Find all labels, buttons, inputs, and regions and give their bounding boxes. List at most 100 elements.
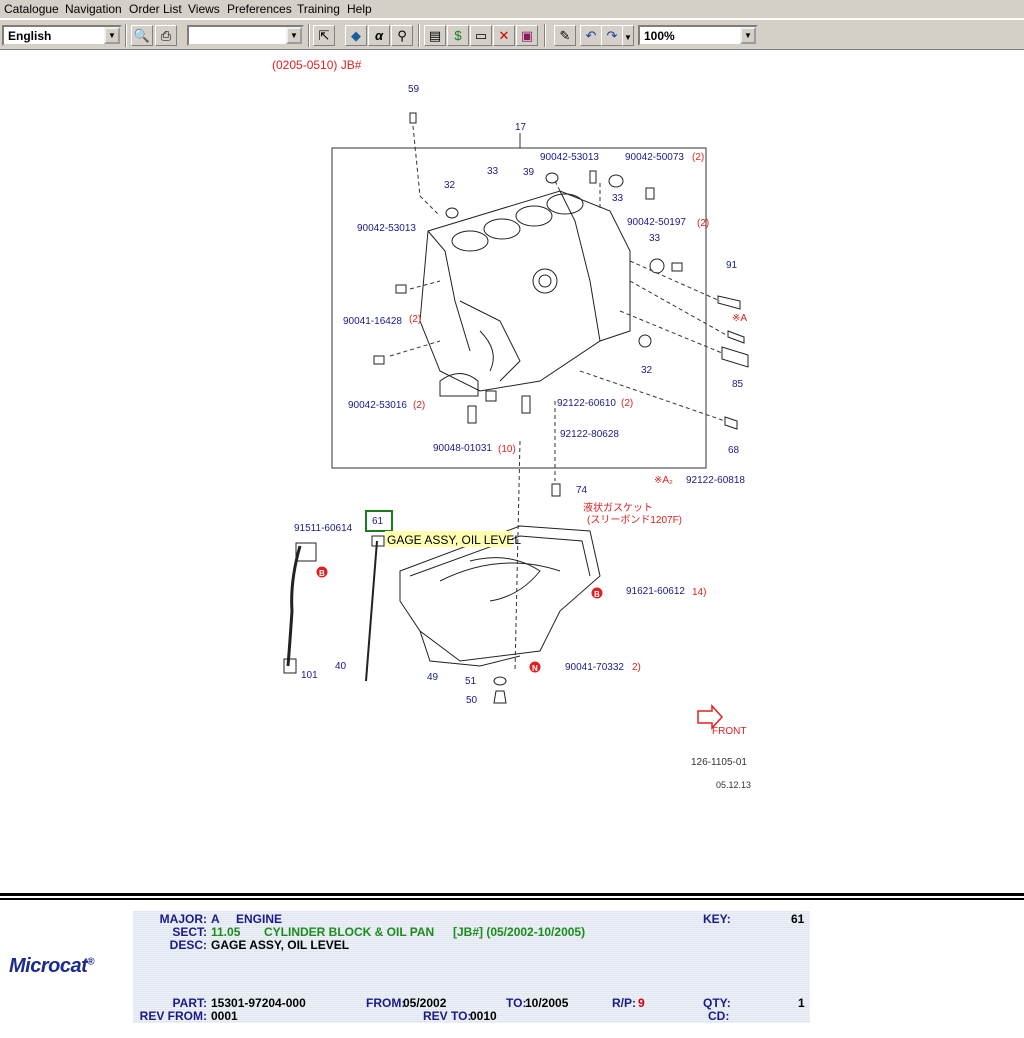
monitor-button[interactable]: ▭ (470, 25, 492, 46)
part-label[interactable]: 90042-50197 (627, 217, 686, 228)
part-label[interactable]: 92122-80628 (560, 429, 619, 440)
from-label: FROM: (366, 996, 406, 1010)
parts-list-button[interactable]: ▤ (424, 25, 446, 46)
dashed-leaders (389, 125, 729, 672)
alpha-search-button[interactable]: α (368, 25, 390, 46)
callout-85[interactable]: 85 (732, 379, 744, 390)
callout-33[interactable]: 33 (649, 233, 661, 244)
diagram-ref-number: 126-1105-01 (691, 757, 747, 768)
rev-to-label: REV TO: (423, 1009, 472, 1023)
rev-from-value: 0001 (211, 1009, 238, 1023)
callout-68[interactable]: 68 (728, 445, 740, 456)
chevron-down-icon[interactable]: ▼ (104, 27, 120, 44)
sect-range: [JB#] (05/2002-10/2005) (453, 925, 586, 939)
rp-label: R/P: (612, 996, 636, 1010)
selected-callout-box[interactable] (365, 510, 393, 532)
part-label[interactable]: 90042-53013 (540, 152, 599, 163)
callout-91[interactable]: 91 (726, 260, 738, 271)
to-value: 10/2005 (525, 996, 569, 1010)
part-label[interactable]: 90048-01031 (433, 443, 492, 454)
chevron-down-icon[interactable]: ▼ (740, 27, 756, 44)
menu-views[interactable]: Views (188, 2, 220, 16)
undo-arrow-icon: ↶ (585, 28, 597, 43)
redo-arrow-icon: ↷ (606, 28, 618, 43)
search-model-button[interactable]: ◆ (345, 25, 367, 46)
marker-n: N (532, 664, 538, 673)
callout-50[interactable]: 50 (466, 695, 478, 706)
callout-39[interactable]: 39 (523, 167, 535, 178)
book-button[interactable]: ▣ (516, 25, 538, 46)
key-value: 61 (791, 912, 805, 926)
menu-preferences[interactable]: Preferences (227, 2, 292, 16)
close-icon: ✕ (498, 28, 510, 43)
menu-catalogue[interactable]: Catalogue (4, 2, 59, 16)
callout-101[interactable]: 101 (301, 670, 318, 681)
part-label[interactable]: 91621-60612 (626, 586, 685, 597)
callout-51[interactable]: 51 (465, 676, 477, 687)
select-tool-button[interactable]: ⇱ (313, 25, 335, 46)
callout-33[interactable]: 33 (612, 193, 624, 204)
part-value[interactable]: 15301-97204-000 (211, 996, 306, 1010)
microcat-logo: Microcat® (9, 955, 95, 978)
forward-button[interactable]: ↷ (601, 25, 623, 46)
dipstick-guide-drawing (283, 542, 317, 674)
oil-pan-drawing[interactable] (399, 525, 601, 667)
print-preview-button[interactable]: 🔍 (131, 25, 153, 46)
desc-label: DESC: (169, 938, 207, 952)
parts-diagram[interactable]: (0205-0510) JB# (0, 51, 1024, 891)
pointer-icon: ⇱ (318, 28, 330, 43)
tooltip-box (385, 531, 512, 547)
front-label: FRONT (712, 726, 746, 737)
part-label[interactable]: 90041-70332 (565, 662, 624, 673)
rev-to-value: 0010 (470, 1009, 497, 1023)
part-label[interactable]: 90041-16428 (343, 316, 402, 327)
cylinder-block-drawing[interactable] (419, 190, 631, 397)
part-qty: 14) (692, 587, 706, 598)
sect-name: CYLINDER BLOCK & OIL PAN (264, 925, 435, 939)
callout-59[interactable]: 59 (408, 84, 420, 95)
zoom-select[interactable]: 100% ▼ (638, 25, 758, 46)
part-label[interactable]: 92122-60818 (686, 475, 745, 486)
part-label[interactable]: 90042-50073 (625, 152, 684, 163)
from-value: 05/2002 (403, 996, 447, 1010)
menu-navigation[interactable]: Navigation (65, 2, 122, 16)
part-label[interactable]: 91511-60614 (294, 523, 353, 534)
callout-32[interactable]: 32 (641, 365, 653, 376)
note-icon: ✎ (559, 28, 571, 43)
callout-49[interactable]: 49 (427, 672, 439, 683)
callout-74[interactable]: 74 (576, 485, 588, 496)
dipstick-drawing[interactable] (365, 535, 385, 682)
menu-training[interactable]: Training (297, 2, 340, 16)
part-label[interactable]: 90042-53013 (357, 223, 416, 234)
cancel-button[interactable]: ✕ (493, 25, 515, 46)
sect-label: SECT: (172, 925, 207, 939)
notes-button[interactable]: ✎ (554, 25, 576, 46)
history-dropdown-button[interactable]: ▼ (622, 25, 634, 46)
chevron-down-icon[interactable]: ▼ (286, 27, 302, 44)
callout-61[interactable]: 61 (372, 516, 384, 527)
marker-b: B (319, 569, 325, 578)
part-label[interactable]: 92122-60610 (557, 398, 616, 409)
part-label[interactable]: 90042-53016 (348, 400, 407, 411)
back-button[interactable]: ↶ (580, 25, 602, 46)
find-button[interactable]: ⚲ (391, 25, 413, 46)
block-small-parts (373, 112, 749, 497)
callout-numbers: 59 17 33 39 32 33 33 91 85 32 68 74 40 1… (301, 84, 744, 706)
front-arrow-icon (697, 704, 724, 730)
callout-40[interactable]: 40 (335, 661, 347, 672)
callout-17[interactable]: 17 (515, 122, 527, 133)
language-select[interactable]: English ▼ (2, 25, 122, 46)
note-asA2: ※A₂ (654, 475, 673, 486)
price-button[interactable]: $ (447, 25, 469, 46)
print-button[interactable]: ⎙ (155, 25, 177, 46)
part-info-panel: Microcat® MAJOR: A ENGINE KEY: 61 SECT: … (0, 905, 1024, 1038)
callout-33[interactable]: 33 (487, 166, 499, 177)
model-select[interactable]: ▼ (187, 25, 304, 46)
part-qty: (2) (697, 218, 709, 229)
sect-code: 11.05 (211, 925, 241, 939)
magnifier-page-icon: 🔍 (133, 28, 151, 43)
menu-order-list[interactable]: Order List (129, 2, 182, 16)
callout-32[interactable]: 32 (444, 180, 456, 191)
diagram-header: (0205-0510) JB# (272, 58, 362, 72)
menu-help[interactable]: Help (347, 2, 372, 16)
